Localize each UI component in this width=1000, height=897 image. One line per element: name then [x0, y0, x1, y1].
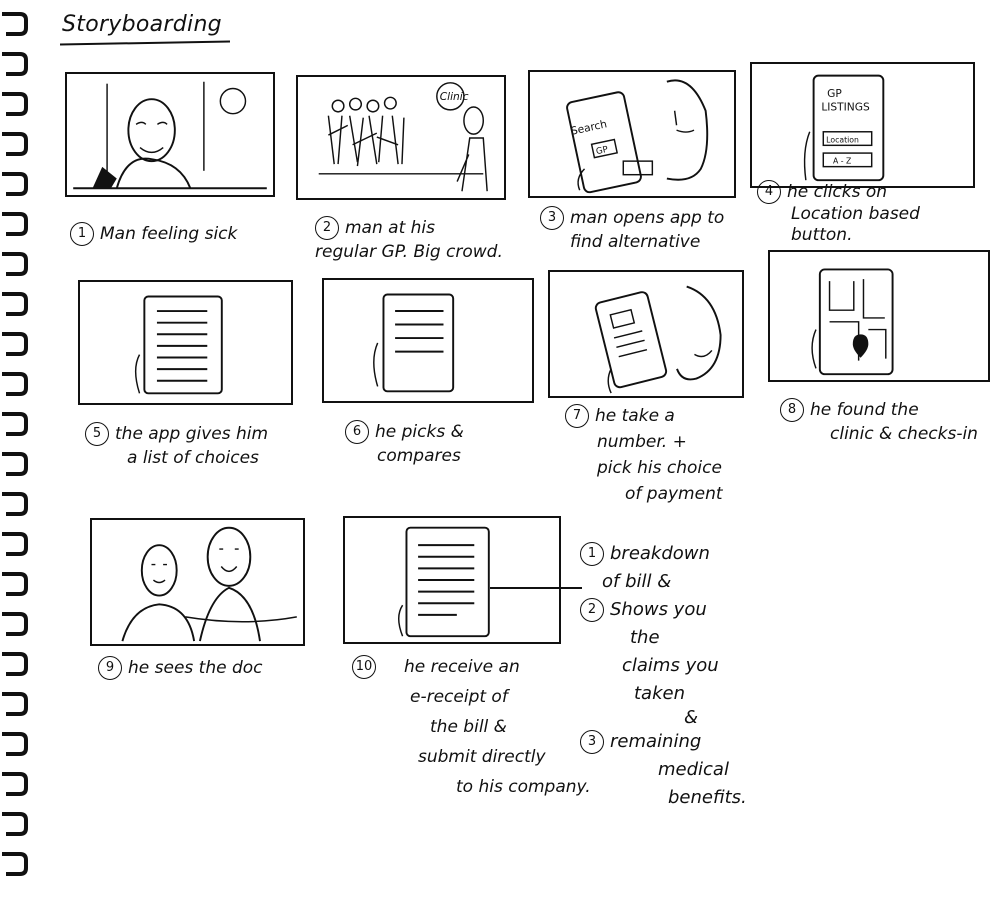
sketch-sees-doc	[121, 526, 297, 642]
spiral-ring	[2, 172, 28, 196]
az-button-label: A - Z	[833, 157, 851, 166]
spiral-ring	[2, 212, 28, 236]
phone-search-label: Search	[570, 117, 608, 137]
note-number: 2	[580, 598, 604, 622]
spiral-ring	[2, 532, 28, 556]
spiral-ring	[2, 132, 28, 156]
spiral-ring	[2, 852, 28, 876]
step-number: 3	[540, 206, 564, 230]
phone-gp-label: GP	[595, 145, 609, 157]
step-number: 1	[70, 222, 94, 246]
storyboard-frame-8	[768, 250, 990, 382]
clinic-sign: Clinic	[440, 90, 469, 103]
storyboard-frame-3: Search GP	[528, 70, 736, 198]
sketch-big-crowd: Clinic	[318, 82, 488, 192]
spiral-ring	[2, 732, 28, 756]
spiral-ring	[2, 92, 28, 116]
spiral-ring	[2, 692, 28, 716]
spiral-ring	[2, 412, 28, 436]
sketch-take-number	[594, 285, 722, 394]
step-number: 7	[565, 404, 589, 428]
storyboard-frame-10	[343, 516, 561, 644]
spiral-ring	[2, 492, 28, 516]
storyboard-frame-5	[78, 280, 293, 405]
step-number: 5	[85, 422, 109, 446]
step-number: 4	[757, 180, 781, 204]
listing-gp-label: GP	[827, 87, 842, 100]
sketch-list-of-choices	[134, 295, 223, 395]
page-title: Storyboarding	[62, 12, 222, 37]
sketch-picks-compares	[373, 293, 455, 393]
spiral-ring	[2, 252, 28, 276]
step-number: 2	[315, 216, 339, 240]
storyboard-frame-7	[548, 270, 744, 398]
step-number: 8	[780, 398, 804, 422]
spiral-ring	[2, 12, 28, 36]
sketch-man-feeling-sick	[73, 81, 267, 190]
spiral-ring	[2, 292, 28, 316]
spiral-ring	[2, 772, 28, 796]
sketch-e-receipt	[397, 526, 490, 638]
sketch-gp-listings: GP LISTINGS Location A - Z	[803, 74, 885, 182]
sketch-opens-app: Search GP	[566, 79, 709, 194]
spiral-ring	[2, 452, 28, 476]
location-button-label: Location	[826, 135, 859, 144]
step-number: 6	[345, 420, 369, 444]
annotation-connector	[490, 587, 582, 589]
spiral-binding	[2, 12, 28, 876]
spiral-ring	[2, 812, 28, 836]
listing-title: LISTINGS	[821, 100, 870, 113]
title-underline	[59, 40, 231, 46]
step-number: 10	[352, 655, 376, 679]
spiral-ring	[2, 572, 28, 596]
step-number: 9	[98, 656, 122, 680]
note-number: 3	[580, 730, 604, 754]
note-number: 1	[580, 542, 604, 566]
sketch-map-check-in	[811, 268, 894, 376]
spiral-ring	[2, 652, 28, 676]
storyboard-frame-6	[322, 278, 534, 403]
storyboard-frame-2: Clinic	[296, 75, 506, 200]
storyboard-frame-1	[65, 72, 275, 197]
storyboard-frame-4: GP LISTINGS Location A - Z	[750, 62, 975, 188]
storyboard-frame-9	[90, 518, 305, 646]
spiral-ring	[2, 372, 28, 396]
spiral-ring	[2, 332, 28, 356]
spiral-ring	[2, 52, 28, 76]
spiral-ring	[2, 612, 28, 636]
